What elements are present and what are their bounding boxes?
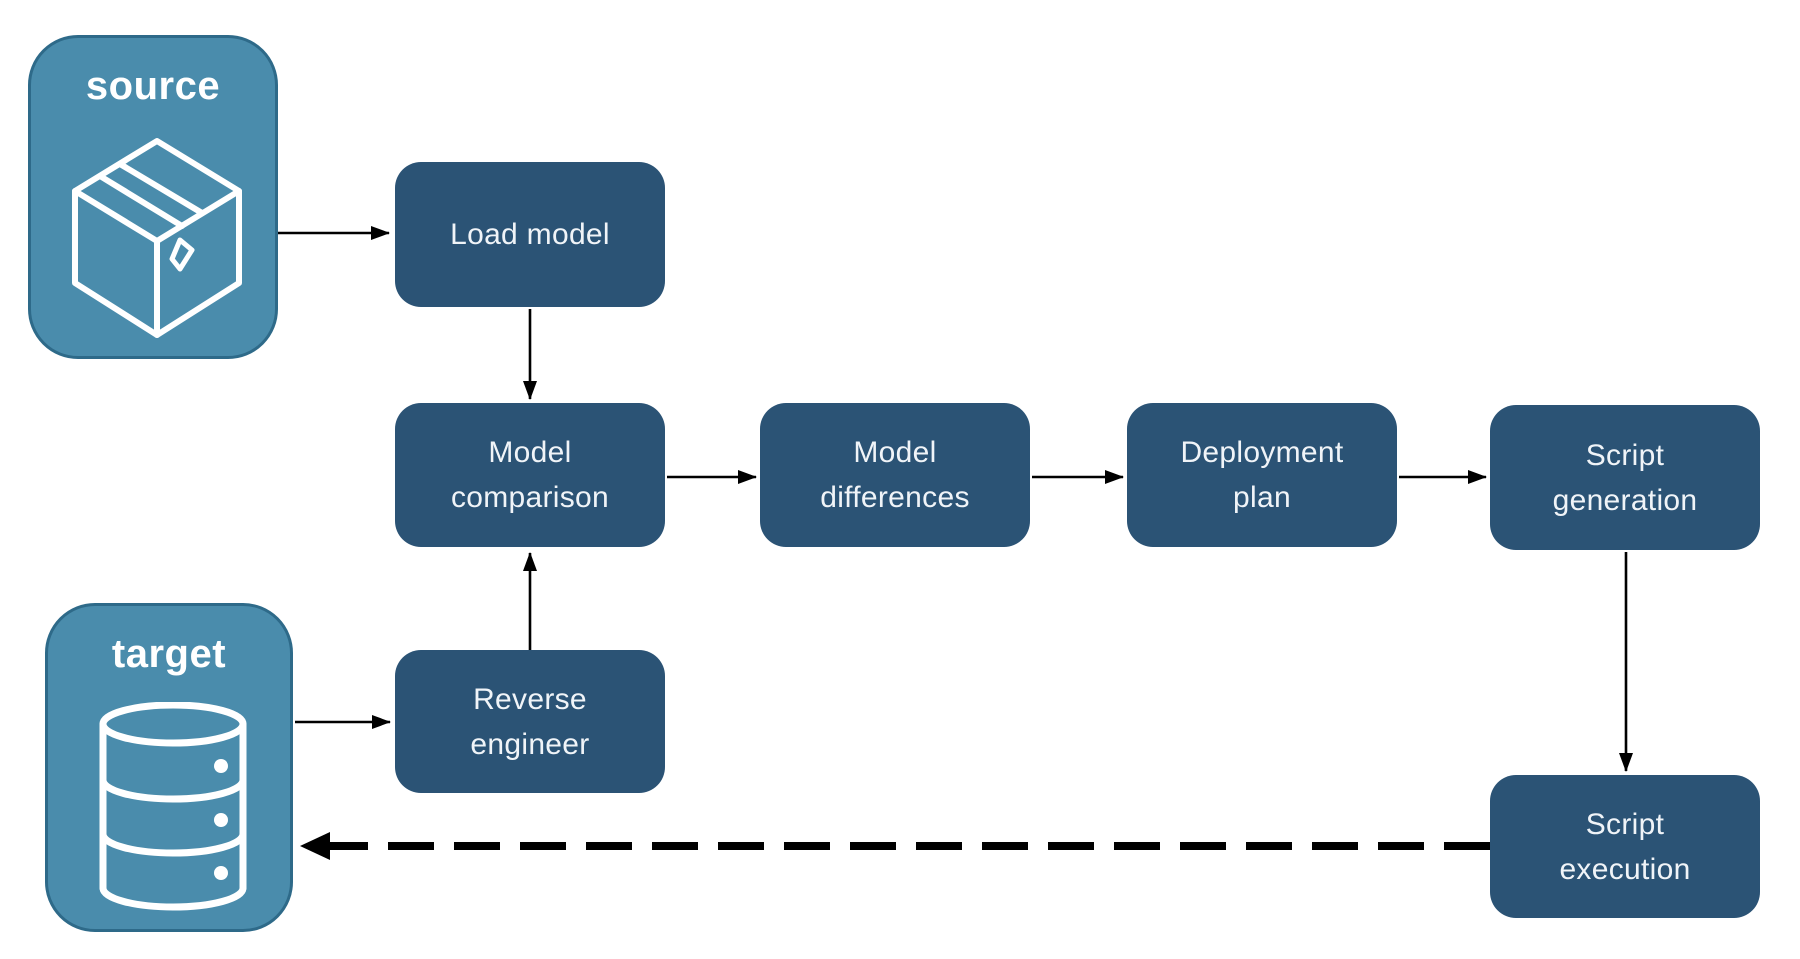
node-script-generation: Script generation xyxy=(1490,405,1760,550)
node-label: Reverse xyxy=(473,682,587,716)
node-label: Load model xyxy=(450,218,610,251)
node-label: Script xyxy=(1585,438,1665,472)
node-deployment-plan: Deployment plan xyxy=(1127,403,1397,547)
endpoint-target: target xyxy=(45,603,293,932)
node-label: Deployment xyxy=(1180,436,1344,469)
node-reverse-engineer: Reverse engineer xyxy=(395,650,665,793)
node-load-model: Load model xyxy=(395,162,665,307)
node-script-execution: Script execution xyxy=(1490,775,1760,918)
target-label: target xyxy=(111,632,227,676)
node-label: Script xyxy=(1585,807,1665,841)
node-label: Model xyxy=(853,436,937,469)
package-icon xyxy=(69,134,245,346)
source-label: source xyxy=(85,64,221,108)
endpoint-source: source xyxy=(28,35,278,359)
node-model-comparison: Model comparison xyxy=(395,403,665,547)
node-label: Model xyxy=(488,436,572,469)
database-icon xyxy=(97,701,249,912)
node-model-differences: Model differences xyxy=(760,403,1030,547)
